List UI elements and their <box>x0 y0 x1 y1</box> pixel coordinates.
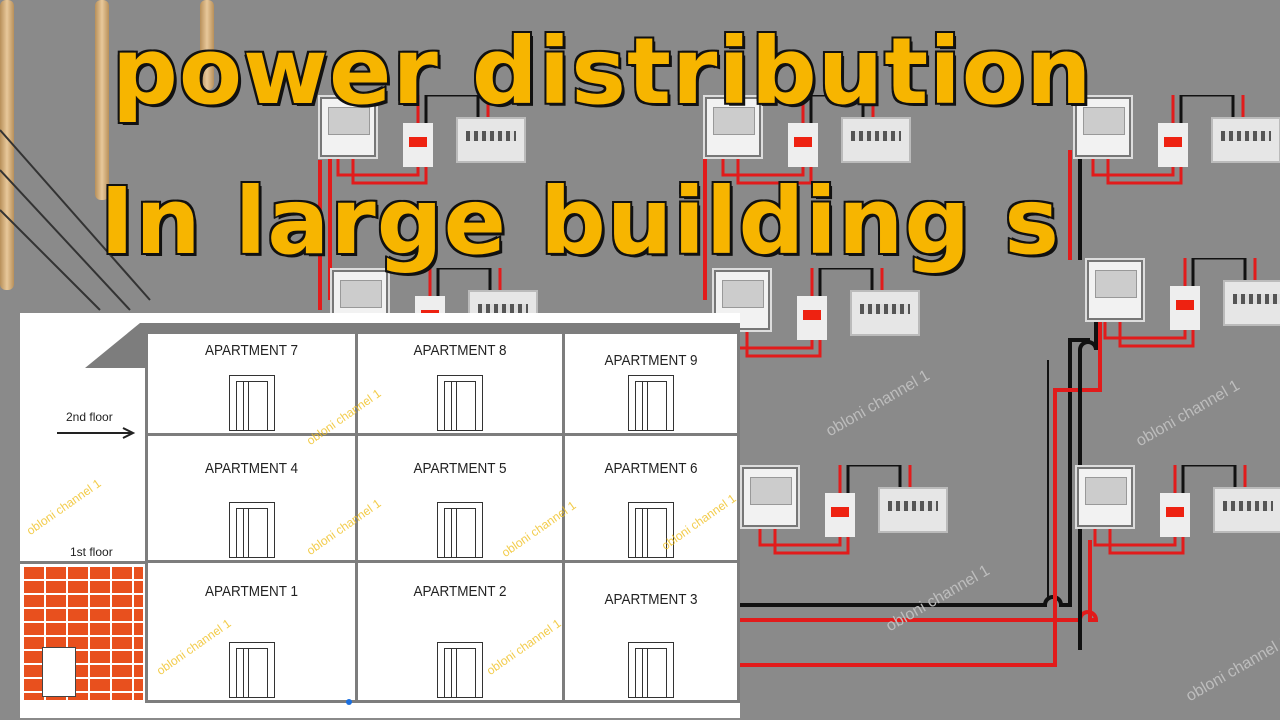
circuit-breaker-icon <box>403 123 433 167</box>
door-icon <box>228 502 275 558</box>
feeder-cables <box>318 150 1102 667</box>
meter-unit <box>1085 258 1280 348</box>
apartment-label: APARTMENT 4 <box>204 460 299 477</box>
apartment-label: APARTMENT 9 <box>604 352 698 369</box>
wooden-pole <box>200 0 214 90</box>
energy-meter-icon <box>318 95 378 159</box>
apartment-4: APARTMENT 4 <box>145 433 358 563</box>
door-icon <box>628 502 674 558</box>
second-floor-label: 2nd floor <box>66 410 113 424</box>
brick-wall-fire <box>22 565 143 700</box>
floor-divider <box>20 561 145 564</box>
circuit-breaker-icon <box>1160 493 1190 537</box>
meter-unit <box>318 95 528 185</box>
circuit-breaker-icon <box>1170 286 1200 330</box>
first-floor-label: 1st floor <box>70 545 113 559</box>
distribution-box-icon <box>1213 487 1280 533</box>
distribution-box-icon <box>1211 117 1280 163</box>
distribution-box-icon <box>878 487 948 533</box>
title-line-1: power distribution <box>110 17 1093 127</box>
energy-meter-icon <box>1075 465 1135 529</box>
energy-meter-icon <box>1073 95 1133 159</box>
circuit-breaker-icon <box>788 123 818 167</box>
apartment-label: APARTMENT 2 <box>413 583 507 600</box>
distribution-box-icon <box>1223 280 1280 326</box>
energy-meter-icon <box>740 465 800 529</box>
point-marker <box>346 699 352 705</box>
meter-unit <box>1075 465 1280 555</box>
title-line-2: In large building s <box>99 167 1061 277</box>
circuit-breaker-icon <box>825 493 855 537</box>
energy-meter-icon <box>1085 258 1145 322</box>
distribution-box-icon <box>456 117 526 163</box>
door-icon <box>437 375 483 431</box>
apartment-label: APARTMENT 5 <box>413 460 507 477</box>
door-icon <box>628 375 674 431</box>
wooden-pole <box>0 0 14 290</box>
door-icon <box>437 502 483 558</box>
apartment-6: APARTMENT 6 <box>562 433 740 563</box>
circuit-breaker-icon <box>1158 123 1188 167</box>
wooden-pole <box>95 0 109 200</box>
meter-unit <box>740 465 950 555</box>
apartment-label: APARTMENT 7 <box>204 342 299 359</box>
apartment-5: APARTMENT 5 <box>355 433 565 563</box>
distribution-box-icon <box>850 290 920 336</box>
apartment-9: APARTMENT 9 <box>562 331 740 436</box>
circuit-breaker-icon <box>797 296 827 340</box>
apartment-1: APARTMENT 1 <box>145 560 358 703</box>
distribution-box-icon <box>841 117 911 163</box>
door-icon <box>228 642 275 698</box>
apartment-label: APARTMENT 3 <box>604 591 698 608</box>
apartment-8: APARTMENT 8 <box>355 331 565 436</box>
apartment-label: APARTMENT 8 <box>413 342 507 359</box>
door-icon <box>42 647 76 697</box>
arrow-right-icon <box>57 427 136 439</box>
meter-unit <box>703 95 913 185</box>
door-icon <box>228 375 275 431</box>
meter-unit <box>712 268 922 358</box>
overhead-lines <box>0 129 151 311</box>
apartment-label: APARTMENT 1 <box>204 583 299 600</box>
apartment-3: APARTMENT 3 <box>562 560 740 703</box>
door-icon <box>628 642 674 698</box>
energy-meter-icon <box>703 95 763 159</box>
apartment-label: APARTMENT 6 <box>604 460 698 477</box>
meter-unit <box>1073 95 1280 185</box>
door-icon <box>437 642 483 698</box>
